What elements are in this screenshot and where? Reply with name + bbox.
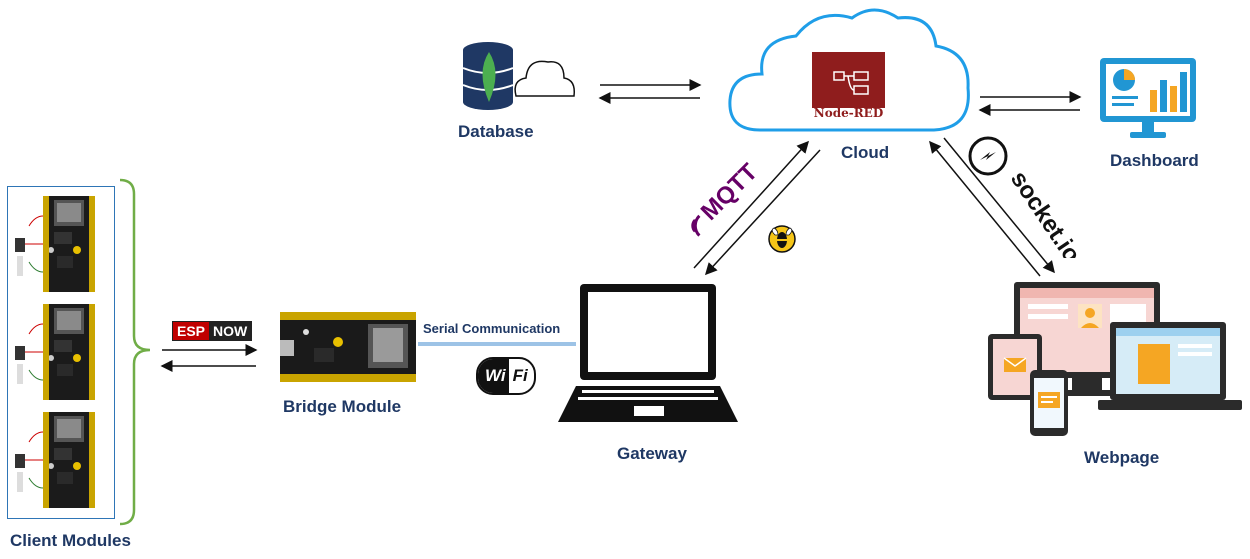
esp-now-badge: ESP NOW: [172, 321, 253, 341]
dashboard-monitor-icon: [1100, 58, 1196, 138]
client-modules-label: Client Modules: [10, 531, 131, 550]
database-label: Database: [458, 122, 534, 141]
client-brace: [119, 178, 151, 526]
serial-link: [418, 342, 576, 346]
mqtt-logo: MQTT: [691, 158, 763, 237]
bee-icon: [768, 225, 796, 253]
mongodb-database-icon: [462, 42, 576, 110]
client-modules-box: [7, 186, 115, 519]
node-red-label: Node-RED: [813, 106, 884, 120]
gateway-label: Gateway: [617, 444, 687, 463]
laptop-icon: [558, 284, 738, 422]
wifi-icon: Wi Fi: [476, 357, 536, 395]
esp-now-arrows: [160, 344, 258, 372]
database-cloud-arrows: [598, 79, 702, 104]
mqtt-text: MQTT: [696, 158, 763, 225]
bridge-board: [280, 312, 416, 382]
bridge-module-label: Bridge Module: [283, 397, 402, 416]
devices-icon: [988, 282, 1242, 436]
socket-io-logo: socket.io: [1005, 168, 1086, 258]
dashboard-label: Dashboard: [1110, 151, 1199, 170]
webpage-label: Webpage: [1084, 448, 1160, 467]
cloud-dashboard-arrows: [978, 91, 1082, 116]
esp-board-icon: [14, 303, 96, 401]
esp-board-icon: [14, 195, 96, 293]
cloud-webpage-arrows: [929, 137, 1055, 277]
cloud-label: Cloud: [841, 143, 890, 162]
gateway-cloud-arrows: [693, 140, 821, 276]
node-red-icon: [812, 52, 885, 108]
socket-io-text: socket.io: [1005, 168, 1086, 258]
serial-communication-label: Serial Communication: [423, 321, 561, 336]
socket-io-icon: [968, 136, 1008, 176]
client-boards: [14, 195, 96, 509]
esp-board-icon: [14, 411, 96, 509]
